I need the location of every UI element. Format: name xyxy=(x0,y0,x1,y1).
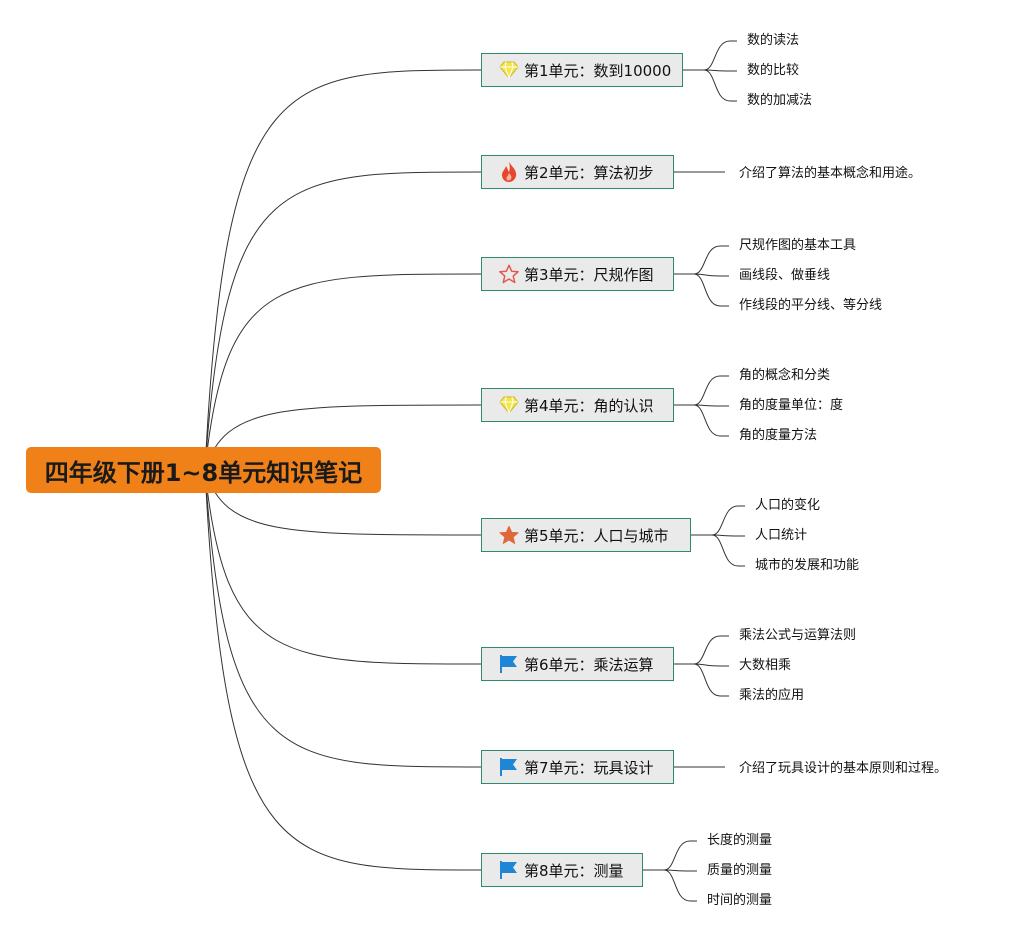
unit-label: 第2单元：算法初步 xyxy=(524,163,654,182)
subtopic-item[interactable]: 介绍了算法的基本概念和用途。 xyxy=(739,166,922,181)
unit-topic-1[interactable]: 第1单元：数到10000 xyxy=(481,53,683,87)
root-connector xyxy=(204,171,482,471)
unit-label: 第6单元：乘法运算 xyxy=(524,655,654,674)
leaf-connector xyxy=(674,273,729,307)
leaf-connector xyxy=(674,663,729,697)
unit-topic-6[interactable]: 第6单元：乘法运算 xyxy=(481,647,674,681)
subtopic-item[interactable]: 人口统计 xyxy=(755,528,808,543)
leaf-connector xyxy=(674,375,729,406)
leaf-connector xyxy=(643,869,697,902)
unit-label: 第8单元：测量 xyxy=(524,861,624,880)
subtopic-item[interactable]: 角的概念和分类 xyxy=(739,368,831,383)
unit-label: 第1单元：数到10000 xyxy=(524,61,672,80)
subtopic-item[interactable]: 画线段、做垂线 xyxy=(739,268,831,283)
star-outline-icon xyxy=(498,263,520,285)
subtopic-item[interactable]: 乘法的应用 xyxy=(739,688,805,703)
subtopic-item[interactable]: 数的比较 xyxy=(747,63,800,78)
root-connector xyxy=(204,469,482,665)
fire-icon xyxy=(498,161,520,183)
diamond-icon xyxy=(498,394,520,416)
subtopic-item[interactable]: 时间的测量 xyxy=(707,893,773,908)
unit-label: 第3单元：尺规作图 xyxy=(524,265,654,284)
root-connector xyxy=(204,469,482,768)
unit-label: 第4单元：角的认识 xyxy=(524,396,654,415)
subtopic-item[interactable]: 角的度量方法 xyxy=(739,428,818,443)
subtopic-item[interactable]: 数的读法 xyxy=(747,33,800,48)
root-connector xyxy=(204,273,482,471)
leaf-connector xyxy=(683,69,737,102)
flag-icon xyxy=(498,756,520,778)
root-connector xyxy=(204,469,482,871)
subtopic-item[interactable]: 数的加减法 xyxy=(747,93,813,108)
subtopic-item[interactable]: 城市的发展和功能 xyxy=(755,558,860,573)
subtopic-item[interactable]: 质量的测量 xyxy=(707,863,773,878)
leaf-connector xyxy=(643,840,697,871)
unit-label: 第5单元：人口与城市 xyxy=(524,526,669,545)
leaf-connector xyxy=(691,505,745,536)
leaf-connector xyxy=(674,635,729,665)
root-topic[interactable]: 四年级下册1~8单元知识笔记 xyxy=(26,447,381,493)
unit-topic-7[interactable]: 第7单元：玩具设计 xyxy=(481,750,674,784)
leaf-connector xyxy=(683,40,737,71)
unit-label: 第7单元：玩具设计 xyxy=(524,758,654,777)
flag-icon xyxy=(498,653,520,675)
leaf-connector xyxy=(691,534,745,567)
unit-topic-8[interactable]: 第8单元：测量 xyxy=(481,853,643,887)
subtopic-item[interactable]: 角的度量单位：度 xyxy=(739,398,844,413)
root-connector xyxy=(204,69,482,471)
diamond-icon xyxy=(498,59,520,81)
root-title: 四年级下册1~8单元知识笔记 xyxy=(44,458,363,487)
star-filled-icon xyxy=(498,524,520,546)
leaf-connector xyxy=(674,245,729,275)
subtopic-item[interactable]: 作线段的平分线、等分线 xyxy=(739,298,883,313)
subtopic-item[interactable]: 人口的变化 xyxy=(755,498,821,513)
unit-topic-3[interactable]: 第3单元：尺规作图 xyxy=(481,257,674,291)
subtopic-item[interactable]: 尺规作图的基本工具 xyxy=(739,238,857,253)
subtopic-item[interactable]: 介绍了玩具设计的基本原则和过程。 xyxy=(739,761,948,776)
flag-icon xyxy=(498,859,520,881)
subtopic-item[interactable]: 长度的测量 xyxy=(707,833,773,848)
leaf-connector xyxy=(674,404,729,437)
subtopic-item[interactable]: 大数相乘 xyxy=(739,658,792,673)
unit-topic-4[interactable]: 第4单元：角的认识 xyxy=(481,388,674,422)
unit-topic-5[interactable]: 第5单元：人口与城市 xyxy=(481,518,691,552)
unit-topic-2[interactable]: 第2单元：算法初步 xyxy=(481,155,674,189)
subtopic-item[interactable]: 乘法公式与运算法则 xyxy=(739,628,857,643)
